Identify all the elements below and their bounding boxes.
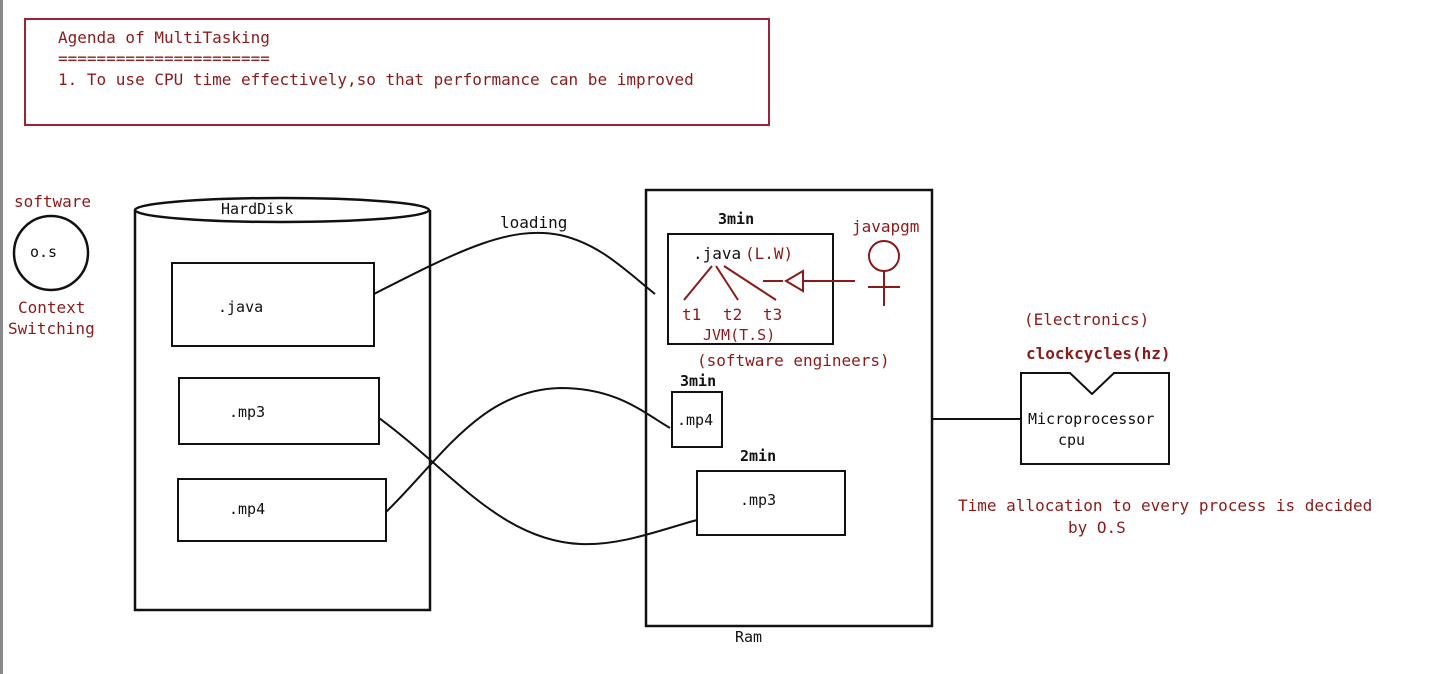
agenda-title: Agenda of MultiTasking	[58, 28, 270, 47]
javapgm-arrow-head	[784, 269, 804, 293]
switching-label: Switching	[8, 319, 95, 338]
agenda-underline: ======================	[58, 49, 270, 68]
ram-mp4-label: .mp4	[677, 411, 713, 429]
harddisk-body	[133, 210, 432, 612]
ram-java-label: .java	[693, 244, 741, 263]
hd-mp3-file	[178, 377, 380, 445]
hd-mp4-label: .mp4	[229, 500, 265, 518]
harddisk-label: HardDisk	[221, 200, 293, 218]
clockcycles-label: clockcycles(hz)	[1026, 344, 1171, 363]
person-icon	[868, 240, 900, 272]
thread-branch-2	[715, 265, 739, 301]
engineers-label: (software engineers)	[697, 351, 890, 370]
os-circle-label: o.s	[30, 243, 57, 261]
os-circle	[12, 214, 90, 292]
hd-java-label: .java	[218, 298, 263, 316]
thread-branch-3	[723, 265, 777, 301]
ram-box	[644, 188, 934, 628]
cpu-microprocessor-label: Microprocessor	[1028, 410, 1154, 428]
hd-mp4-file	[177, 478, 387, 542]
mp4-load-curve	[385, 386, 671, 513]
hd-java-file	[171, 262, 375, 347]
ram-mp4-box	[671, 391, 723, 448]
thread-branch-1	[683, 265, 713, 301]
agenda-box	[24, 18, 770, 126]
thread-t2: t2	[723, 305, 742, 324]
cpu-label: cpu	[1058, 431, 1085, 449]
agenda-point: 1. To use CPU time effectively,so that p…	[58, 70, 694, 89]
context-label: Context	[18, 298, 85, 317]
ram-java-box	[667, 233, 834, 345]
jvm-label: JVM(T.S)	[703, 326, 775, 344]
java-load-curve	[373, 231, 656, 295]
java-time-label: 3min	[718, 210, 754, 228]
mp3-time-label: 2min	[740, 447, 776, 465]
thread-t3: t3	[763, 305, 782, 324]
mp4-time-label: 3min	[680, 372, 716, 390]
harddisk-top	[133, 196, 431, 224]
ram-label: Ram	[735, 628, 762, 646]
electronics-label: (Electronics)	[1024, 310, 1149, 329]
ram-lw-label: (L.W)	[745, 244, 793, 263]
left-edge-divider	[0, 0, 3, 674]
thread-t1: t1	[682, 305, 701, 324]
time-allocation-note-2: by O.S	[1068, 518, 1126, 537]
time-allocation-note: Time allocation to every process is deci…	[958, 496, 1372, 515]
loading-label: loading	[500, 213, 567, 232]
mp3-load-curve	[378, 417, 698, 546]
ram-mp3-label: .mp3	[740, 491, 776, 509]
cpu-chip	[1020, 372, 1170, 465]
javapgm-label: javapgm	[852, 217, 919, 236]
os-software-label: software	[14, 192, 91, 211]
hd-mp3-label: .mp3	[229, 403, 265, 421]
ram-mp3-box	[696, 470, 846, 536]
